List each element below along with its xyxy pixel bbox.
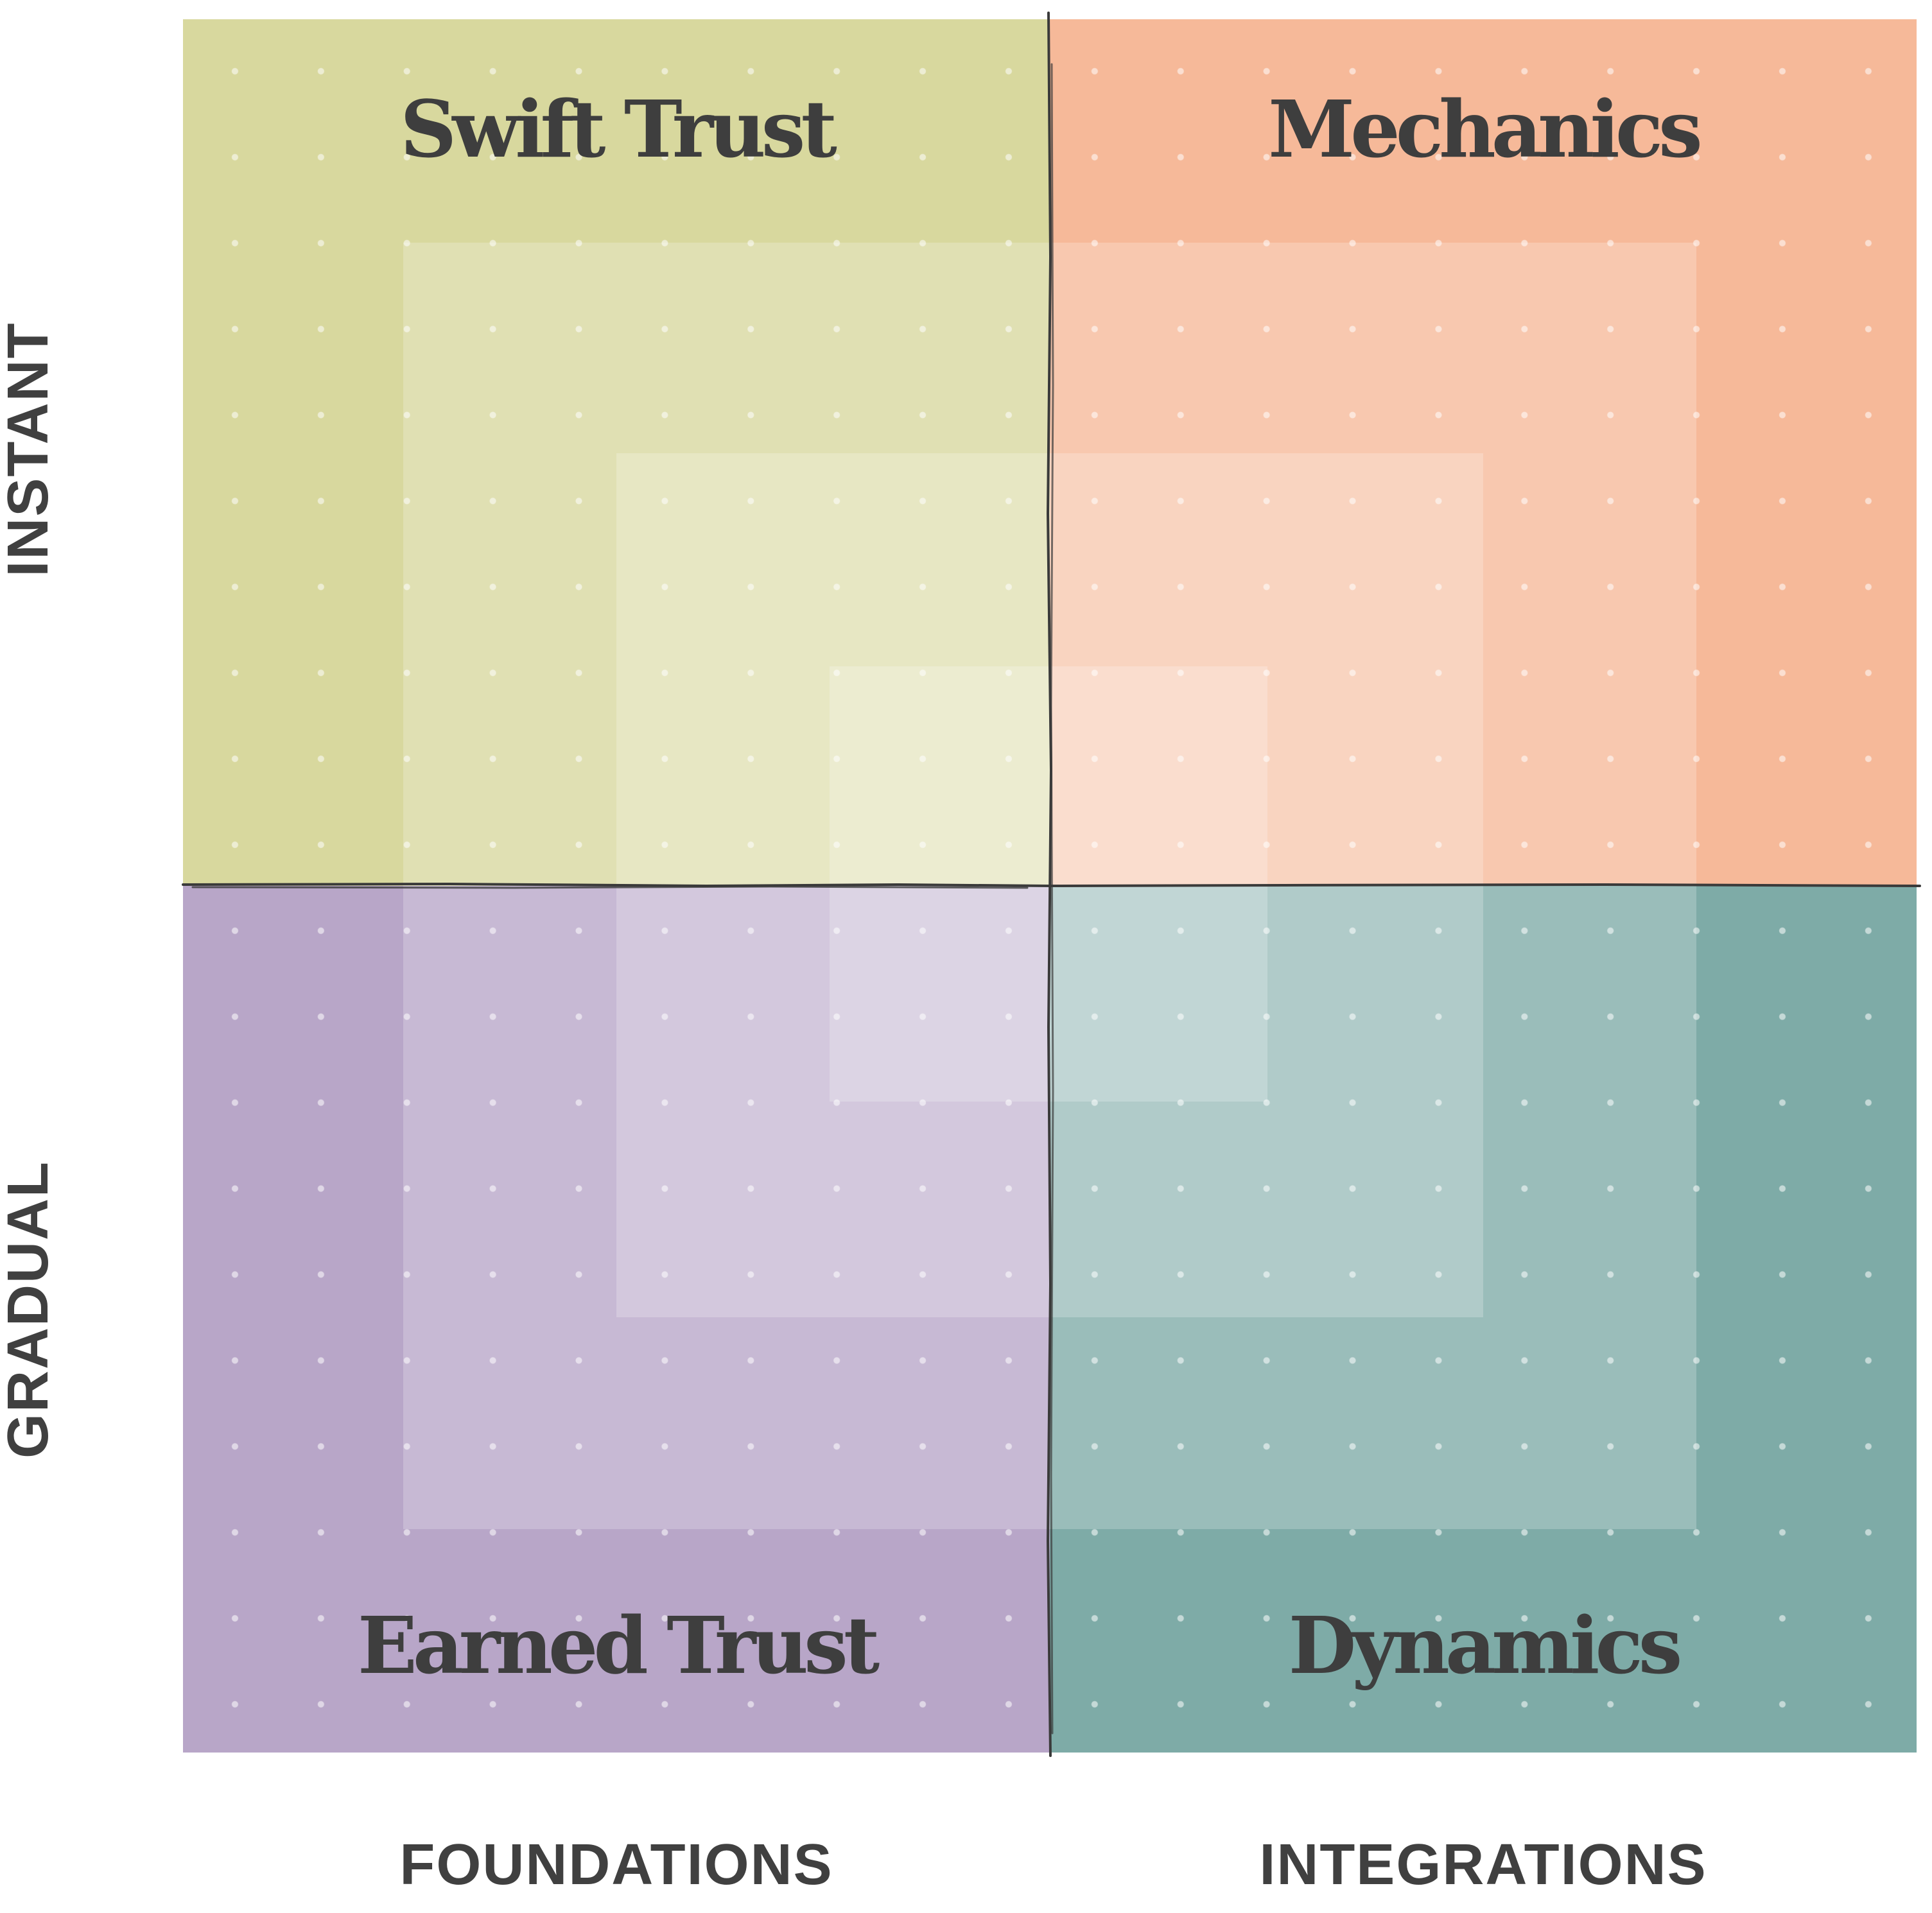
axis-label-foundations: FOUNDATIONS [399, 1833, 833, 1897]
horizontal-axis-line [182, 882, 1921, 888]
axis-label-gradual: GRADUAL [0, 1161, 60, 1459]
label-mechanics: Mechanics [1268, 83, 1703, 175]
axis-label-integrations: INTEGRATIONS [1259, 1833, 1707, 1897]
label-earned-trust: Earned Trust [357, 1599, 880, 1692]
axis-label-instant: INSTANT [0, 322, 60, 577]
label-swift-trust: Swift Trust [400, 83, 837, 175]
vertical-axis-line [1046, 12, 1053, 1757]
label-dynamics: Dynamics [1288, 1599, 1683, 1692]
